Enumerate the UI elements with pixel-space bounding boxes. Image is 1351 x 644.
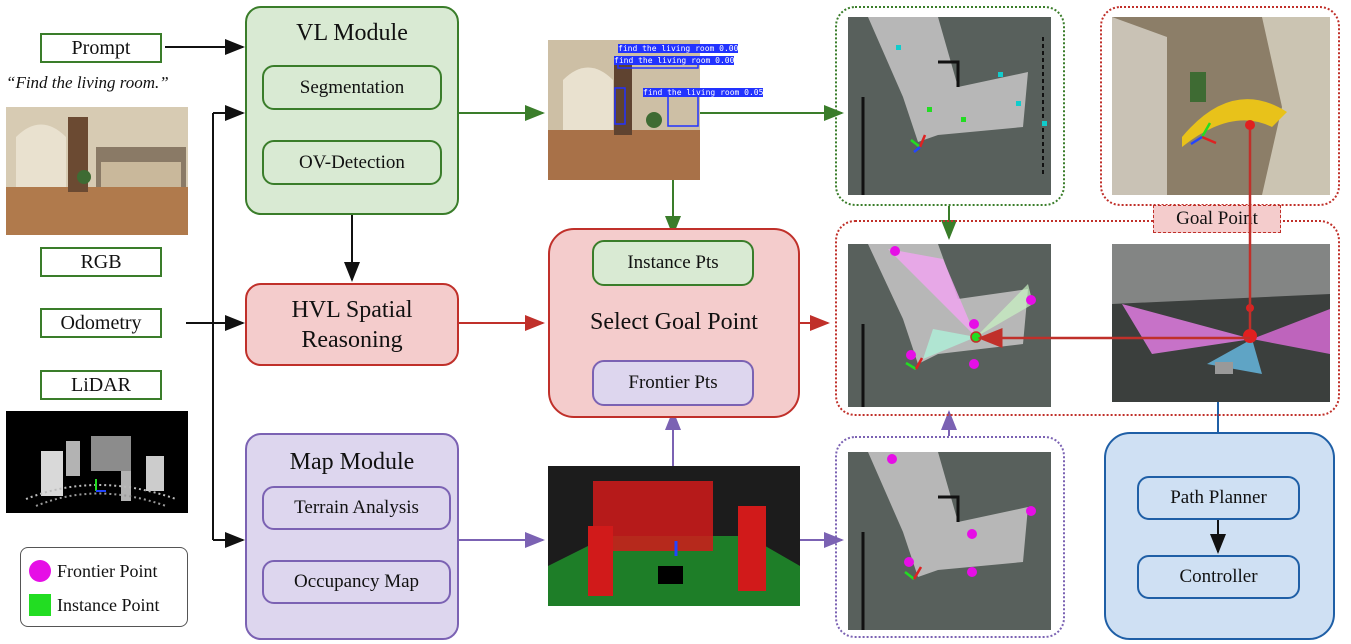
path-planner-box: Path Planner xyxy=(1137,476,1300,520)
terrain-analysis-label: Terrain Analysis xyxy=(294,497,419,518)
rgb-label: RGB xyxy=(80,250,122,273)
frontier-cloud-image xyxy=(1112,244,1330,402)
vl-module-title: VL Module xyxy=(296,20,408,46)
frontier-cloud-scene xyxy=(1112,244,1330,402)
lidar-box: LiDAR xyxy=(40,370,162,400)
prompt-box: Prompt xyxy=(40,33,162,63)
legend-instance: Instance Point xyxy=(29,594,159,616)
semantic-map-frame xyxy=(835,6,1065,206)
hvl-line2: Reasoning xyxy=(301,326,403,353)
point-cloud-image xyxy=(548,466,800,606)
occupancy-map-box: Occupancy Map xyxy=(262,560,451,604)
legend-frontier-label: Frontier Point xyxy=(57,560,158,581)
detection-label-2: find the living room 0.00 xyxy=(614,56,735,65)
point-cloud-scene xyxy=(548,466,800,606)
legend-frontier: Frontier Point xyxy=(29,560,158,582)
semantic-map xyxy=(848,17,1051,195)
segmentation-box: Segmentation xyxy=(262,65,442,110)
legend-instance-label: Instance Point xyxy=(57,594,160,615)
hvl-spatial-reasoning: HVL Spatial Reasoning xyxy=(245,283,459,366)
goal-view-scene xyxy=(1112,17,1330,195)
rgb-image xyxy=(6,107,188,235)
goal-view-image xyxy=(1112,17,1330,195)
detection-image: find the living room 0.00 find the livin… xyxy=(548,40,764,180)
prompt-text: “Find the living room.” xyxy=(6,73,169,92)
controller-label: Controller xyxy=(1179,566,1258,587)
ov-detection-label: OV-Detection xyxy=(299,151,405,173)
semantic-map-image xyxy=(848,17,1051,195)
rgb-scene xyxy=(6,107,188,235)
goal-point-label-box: Goal Point xyxy=(1153,205,1281,233)
occupancy-map-label: Occupancy Map xyxy=(293,571,420,592)
goal-selection-frame xyxy=(835,220,1340,416)
rgb-box: RGB xyxy=(40,247,162,277)
goal-point-label: Goal Point xyxy=(1176,208,1258,229)
instance-pts-box: Instance Pts xyxy=(592,240,754,286)
map-module: Map Module xyxy=(245,433,459,640)
ov-detection-box: OV-Detection xyxy=(262,140,442,185)
instance-square-icon xyxy=(29,594,51,616)
detection-label-3: find the living room 0.05 xyxy=(643,88,764,97)
prompt-label: Prompt xyxy=(71,36,131,59)
occupancy-map xyxy=(848,452,1051,630)
path-planner-label: Path Planner xyxy=(1170,487,1267,508)
odometry-box: Odometry xyxy=(40,308,162,338)
frontier-pts-label: Frontier Pts xyxy=(628,372,718,393)
hvl-line1: HVL Spatial xyxy=(291,296,413,323)
controller-box: Controller xyxy=(1137,555,1300,599)
lidar-image xyxy=(6,411,188,513)
odometry-label: Odometry xyxy=(60,311,142,334)
lidar-label: LiDAR xyxy=(71,373,131,396)
map-module-title: Map Module xyxy=(289,449,415,475)
lidar-scan xyxy=(25,436,177,507)
detection-label-1: find the living room 0.00 xyxy=(618,44,739,53)
select-goal-title: Select Goal Point xyxy=(590,309,758,335)
instance-pts-label: Instance Pts xyxy=(627,252,719,273)
legend: Frontier Point Instance Point xyxy=(20,547,188,627)
segmentation-label: Segmentation xyxy=(299,76,405,98)
terrain-analysis-box: Terrain Analysis xyxy=(262,486,451,530)
occupancy-map-image xyxy=(848,452,1051,630)
occupancy-frame xyxy=(835,436,1065,638)
frontier-dot-icon xyxy=(29,560,51,582)
frontier-pts-box: Frontier Pts xyxy=(592,360,754,406)
